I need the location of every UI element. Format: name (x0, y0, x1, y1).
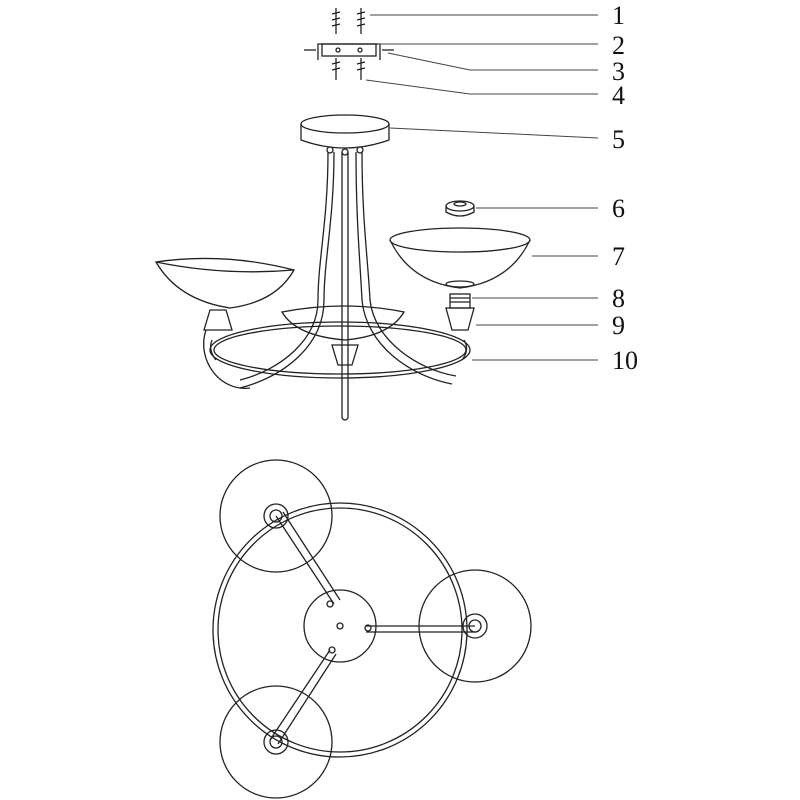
callout-1: 1 (612, 1, 625, 30)
socket-cup (445, 307, 475, 331)
callout-9: 9 (612, 311, 625, 340)
left-shade (154, 257, 295, 389)
callout-4: 4 (612, 81, 625, 110)
mounting-bracket (304, 43, 394, 60)
callout-7: 7 (612, 242, 625, 271)
callout-10: 10 (612, 346, 638, 375)
top-screw-right (356, 8, 366, 34)
callout-5: 5 (612, 125, 625, 154)
arm-lower-left (269, 649, 337, 745)
callout-8: 8 (612, 284, 625, 313)
callout-2: 2 (612, 31, 625, 60)
arm-right (366, 625, 475, 633)
canopy-top-view (303, 589, 377, 663)
shade-top-view-lower-left (219, 685, 333, 799)
leader-lines (365, 14, 599, 361)
center-shade (280, 305, 406, 366)
top-view (212, 459, 532, 799)
ceiling-canopy (300, 114, 390, 156)
arm-upper-left (275, 511, 341, 605)
callout-labels: 1 2 3 4 5 6 7 8 9 10 (612, 1, 638, 375)
bracket-screw-right (356, 58, 366, 80)
bulb-socket (449, 293, 471, 309)
callout-3: 3 (612, 57, 625, 86)
frame-ring-top-view (212, 502, 468, 758)
right-shade-glass (389, 227, 531, 289)
mounting-hardware (304, 8, 394, 80)
bracket-screw-left (331, 58, 341, 80)
frame-ring-side (209, 321, 471, 379)
shade-ring-nut (445, 200, 475, 217)
shade-top-view-upper-left (219, 459, 333, 573)
top-screw-left (331, 8, 341, 34)
callout-6: 6 (612, 194, 625, 223)
stem-tubes (239, 151, 457, 421)
